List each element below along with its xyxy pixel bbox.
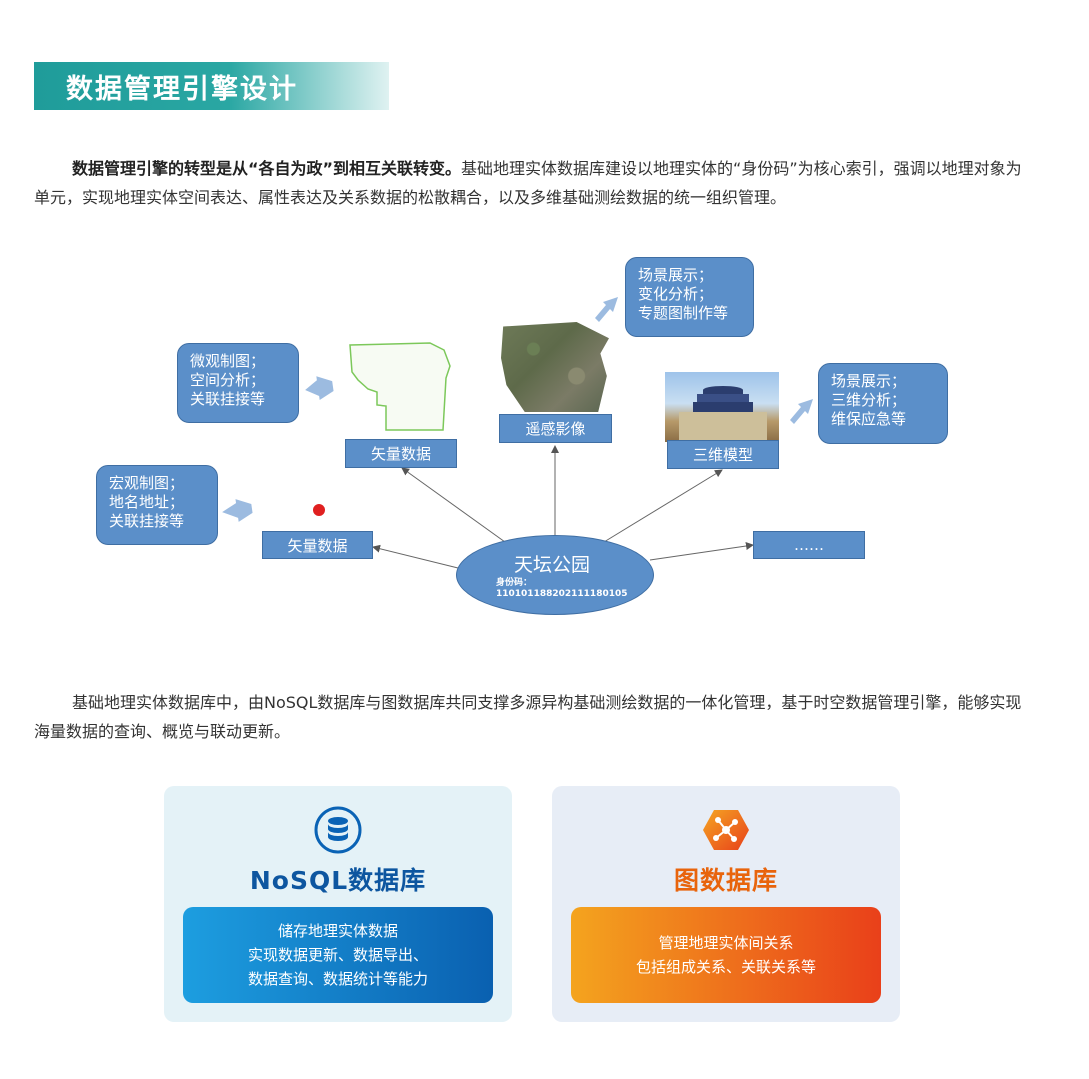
thick-arrow-macro xyxy=(222,499,253,522)
intro-bold: 数据管理引擎的转型是从“各自为政”到相互关联转变。 xyxy=(72,159,462,178)
graph-line-1: 管理地理实体间关系 xyxy=(658,934,794,952)
nosql-desc-box: 储存地理实体数据 实现数据更新、数据导出、 数据查询、数据统计等能力 xyxy=(183,907,493,1003)
scene-top-box: 场景展示； 变化分析； 专题图制作等 xyxy=(625,257,754,337)
thick-arrow-scene-right xyxy=(790,399,813,424)
vector-data-text-1: 矢量数据 xyxy=(370,445,431,463)
scene-top-line-2: 变化分析； xyxy=(638,285,714,303)
micro-line-1: 微观制图； xyxy=(190,352,266,370)
thick-arrow-micro xyxy=(305,376,334,401)
nosql-line-1: 储存地理实体数据 xyxy=(277,922,398,940)
scene-top-line-3: 专题图制作等 xyxy=(638,304,729,322)
vector-data-text-2: 矢量数据 xyxy=(287,536,348,555)
intro-text: 基础地理实体数据库建设以地理实体的“身份码”为核心索引，强调以地理对象为单元，实… xyxy=(34,159,1022,207)
graph-db-desc-box: 管理地理实体间关系 包括组成关系、关联关系等 xyxy=(571,907,881,1003)
remote-sensing-text: 遥感影像 xyxy=(525,420,586,438)
nosql-line-2: 实现数据更新、数据导出、 xyxy=(247,946,428,964)
section-title-bar: 数据管理引擎设计 xyxy=(34,62,389,110)
second-paragraph: 基础地理实体数据库中，由NoSQL数据库与图数据库共同支撑多源异构基础测绘数据的… xyxy=(34,693,1022,741)
id-value: 110101188202111180105 xyxy=(496,589,628,599)
section-title: 数据管理引擎设计 xyxy=(66,73,298,105)
graph-db-card: 图数据库 管理地理实体间关系 包括组成关系、关联关系等 xyxy=(552,786,900,1022)
3d-model-label: 三维模型 xyxy=(667,440,779,469)
database-icon xyxy=(314,806,362,854)
remote-sensing-label: 遥感影像 xyxy=(499,414,612,443)
vector-outline-shape xyxy=(349,342,451,431)
nosql-card: NoSQL数据库 储存地理实体数据 实现数据更新、数据导出、 数据查询、数据统计… xyxy=(164,786,512,1022)
scene-top-line-1: 场景展示； xyxy=(638,266,714,284)
scene-right-line-2: 三维分析； xyxy=(831,391,907,409)
vector-data-label-1: 矢量数据 xyxy=(345,439,457,468)
intro-paragraph: 数据管理引擎的转型是从“各自为政”到相互关联转变。基础地理实体数据库建设以地理实… xyxy=(34,154,1034,212)
more-text: …… xyxy=(794,536,824,554)
graph-line-2: 包括组成关系、关联关系等 xyxy=(635,958,816,976)
scene-right-line-1: 场景展示； xyxy=(831,372,907,390)
center-entity-name: 天坛公园 xyxy=(514,554,591,576)
macro-line-1: 宏观制图； xyxy=(109,474,185,492)
graph-network-icon xyxy=(703,810,749,850)
3d-model-text: 三维模型 xyxy=(692,446,753,464)
arrow-to-3d xyxy=(603,469,723,543)
nosql-title: NoSQL数据库 xyxy=(249,866,427,895)
micro-line-3: 关联挂接等 xyxy=(190,390,266,408)
arrow-to-vector1 xyxy=(401,467,506,543)
arrow-to-vector2 xyxy=(372,544,459,569)
micro-map-box: 微观制图； 空间分析； 关联挂接等 xyxy=(177,343,299,423)
graph-db-title: 图数据库 xyxy=(673,866,778,895)
thick-arrow-scene-top xyxy=(595,297,618,322)
more-label: …… xyxy=(753,531,865,559)
red-point-marker xyxy=(313,504,325,516)
vector-data-label-2: 矢量数据 xyxy=(262,531,373,559)
thick-arrows xyxy=(222,297,813,522)
macro-line-3: 关联挂接等 xyxy=(109,512,185,530)
nosql-line-3: 数据查询、数据统计等能力 xyxy=(247,970,428,988)
center-entity-id: 身份码： 110101188202111180105 xyxy=(496,578,628,600)
arrow-to-more xyxy=(649,542,754,561)
scene-right-line-3: 维保应急等 xyxy=(831,410,907,428)
3d-model-image xyxy=(665,372,779,442)
macro-map-box: 宏观制图； 地名地址； 关联挂接等 xyxy=(96,465,218,545)
id-label: 身份码： xyxy=(496,578,533,588)
macro-line-2: 地名地址； xyxy=(109,493,185,511)
scene-right-box: 场景展示； 三维分析； 维保应急等 xyxy=(818,363,948,444)
center-entity-ellipse: 天坛公园 身份码： 110101188202111180105 xyxy=(456,535,654,615)
micro-line-2: 空间分析； xyxy=(190,371,266,389)
remote-sensing-image xyxy=(501,322,609,412)
